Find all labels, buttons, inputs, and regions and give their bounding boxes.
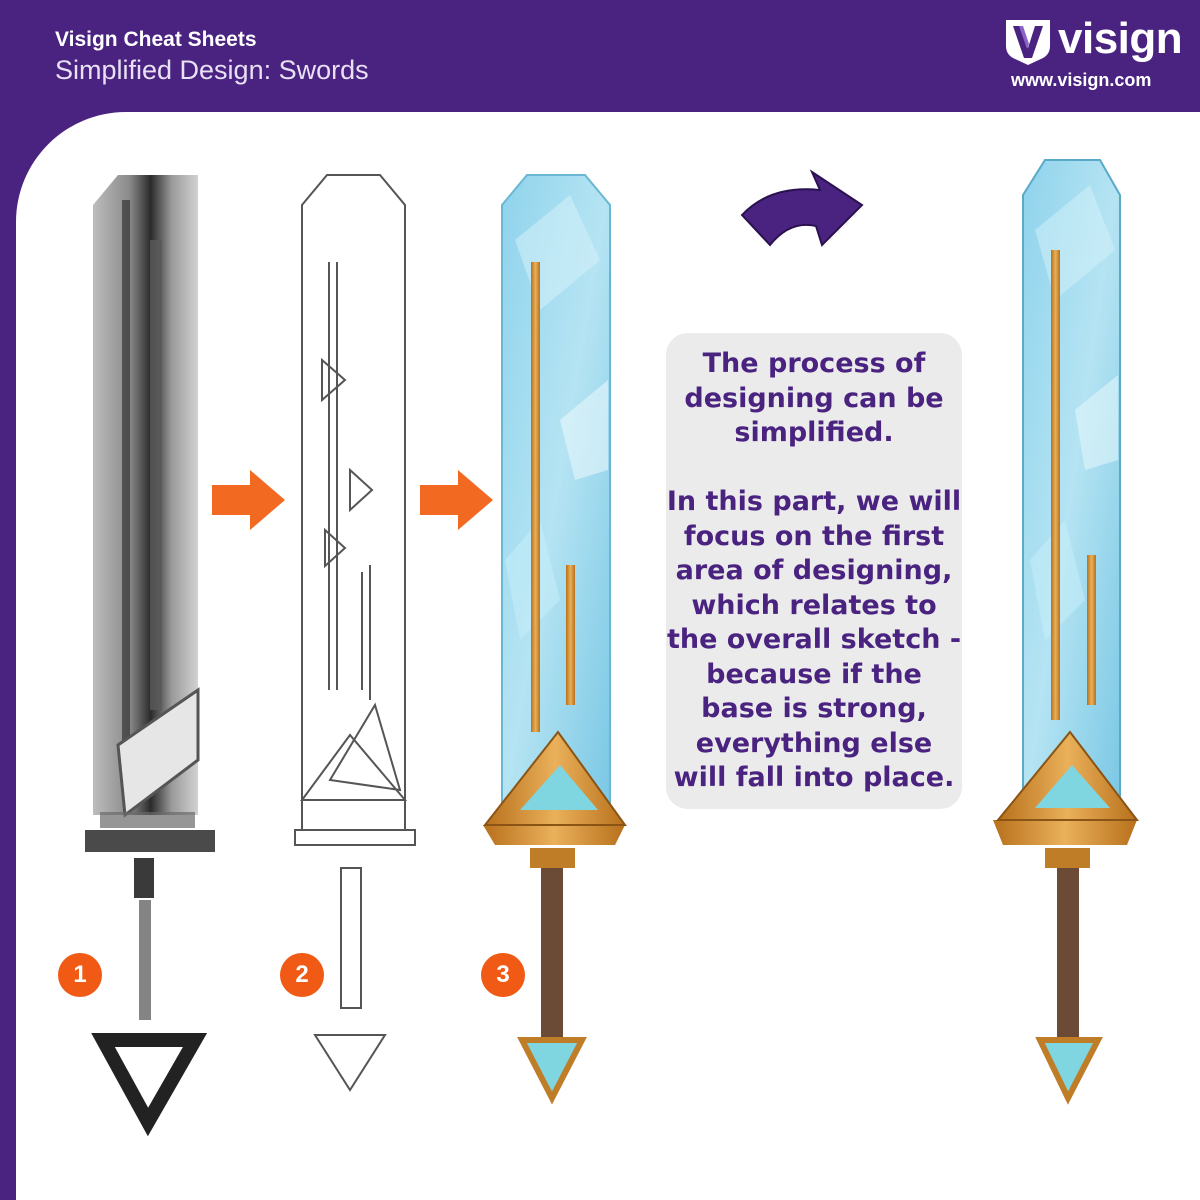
page-subtitle: Simplified Design: Swords <box>55 55 369 85</box>
visign-logo-icon <box>1006 20 1050 65</box>
step-badge-3: 3 <box>481 953 525 997</box>
explanation-card: The process of designing can be simplifi… <box>666 333 962 809</box>
brand-url[interactable]: www.visign.com <box>1011 70 1152 90</box>
step-badge-1: 1 <box>58 953 102 997</box>
sword-final-4 <box>993 159 1140 1105</box>
arrow-right-icon <box>420 470 493 530</box>
arrow-right-icon <box>212 470 285 530</box>
sword-lineart-2 <box>294 174 416 1092</box>
explanation-paragraph-1: The process of designing can be simplifi… <box>684 348 944 448</box>
curved-arrow-icon <box>740 169 864 247</box>
brand-logo[interactable]: visign www.visign.com <box>1003 14 1193 96</box>
sword-sketch-1 <box>85 175 215 1137</box>
step-badge-2: 2 <box>280 953 324 997</box>
explanation-paragraph-2: In this part, we will focus on the first… <box>666 486 962 793</box>
series-title: Visign Cheat Sheets <box>55 28 257 51</box>
sword-colored-3 <box>482 174 627 1105</box>
explanation-text: The process of designing can be simplifi… <box>666 347 962 796</box>
brand-name: visign <box>1058 14 1183 63</box>
